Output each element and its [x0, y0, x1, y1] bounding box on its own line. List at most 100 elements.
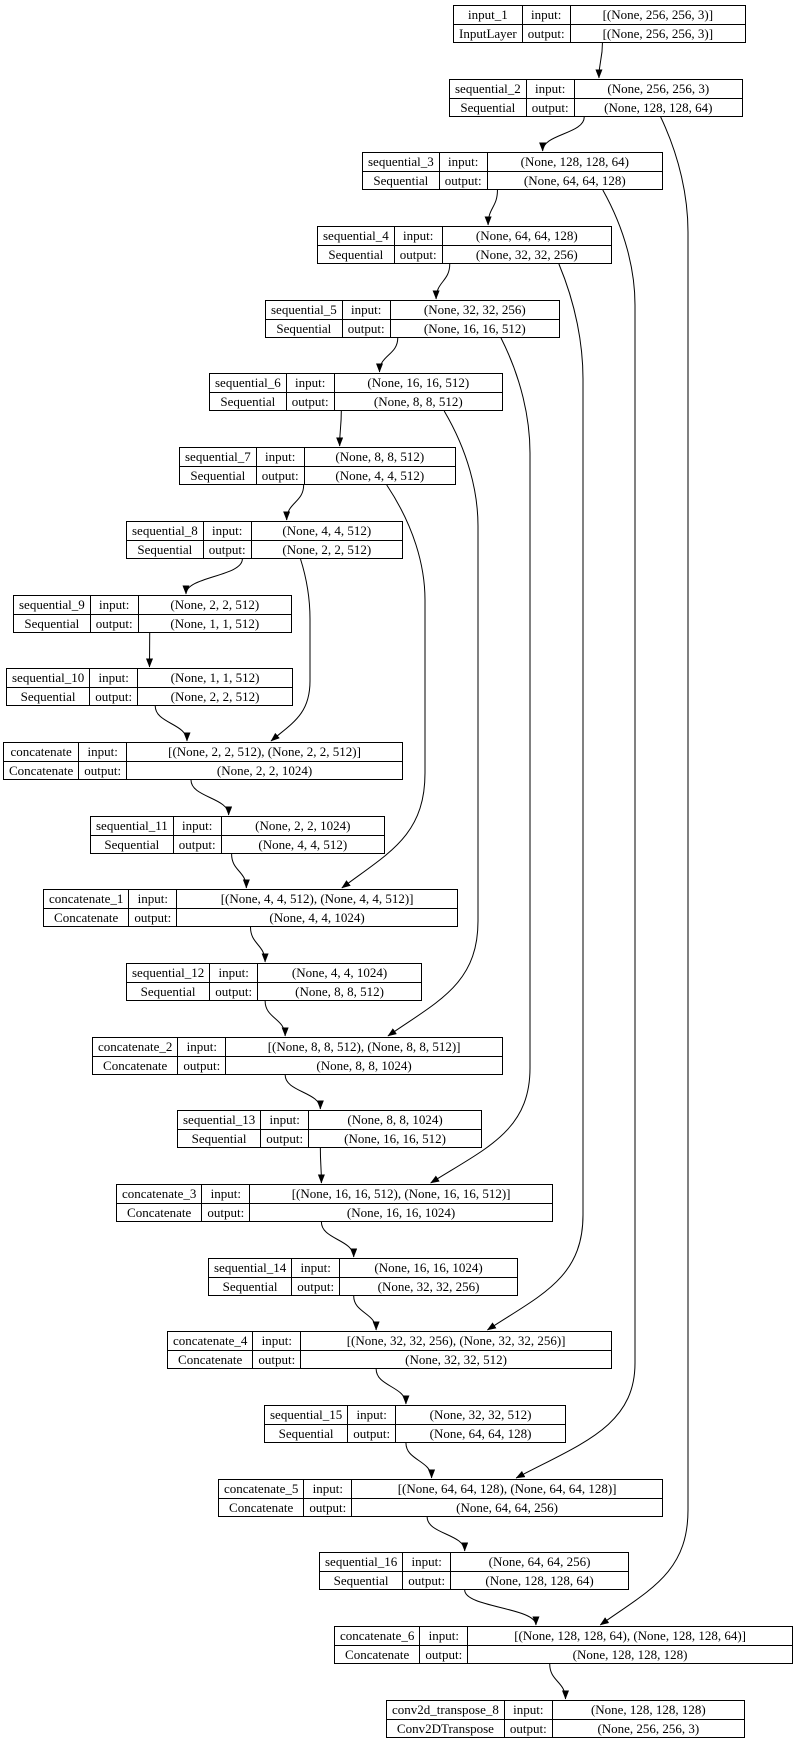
output-shape-value: (None, 2, 2, 512) [250, 539, 404, 559]
input-shape-value: [(None, 8, 8, 512), (None, 8, 8, 512)] [225, 1037, 503, 1057]
input-label: input: [89, 595, 139, 615]
graph-node-sequential_7: sequential_7 input: (None, 8, 8, 512) Se… [179, 447, 457, 485]
input-label: input: [525, 79, 575, 99]
input-shape-value: [(None, 64, 64, 128), (None, 64, 64, 128… [351, 1479, 663, 1499]
graph-node-concatenate_5: concatenate_5 input: [(None, 64, 64, 128… [217, 1479, 663, 1517]
output-label: output: [78, 760, 128, 780]
graph-node-sequential_11: sequential_11 input: (None, 2, 2, 1024) … [90, 816, 386, 854]
layer-type-label: Concatenate [217, 1497, 305, 1517]
output-shape-value: (None, 32, 32, 256) [339, 1276, 518, 1296]
input-label: input: [341, 300, 391, 320]
layer-name-label: sequential_4 [317, 226, 395, 246]
output-shape-value: (None, 8, 8, 512) [333, 391, 504, 411]
output-shape-value: (None, 1, 1, 512) [137, 613, 293, 633]
output-shape-value: (None, 64, 64, 256) [351, 1497, 663, 1517]
edge-sequential_8-to-concatenate-skip [270, 558, 311, 742]
layer-name-label: sequential_9 [13, 595, 91, 615]
input-label: input: [438, 152, 488, 172]
input-shape-value: (None, 16, 16, 1024) [339, 1258, 518, 1278]
input-label: input: [285, 373, 335, 393]
input-shape-value: (None, 16, 16, 512) [333, 373, 504, 393]
graph-node-sequential_13: sequential_13 input: (None, 8, 8, 1024) … [176, 1110, 482, 1148]
layer-name-label: sequential_5 [265, 300, 343, 320]
edge-concatenate_6-to-conv2d_transpose_8 [549, 1663, 569, 1700]
layer-type-label: Sequential [318, 1570, 404, 1590]
input-label: input: [252, 1331, 302, 1351]
layer-type-label: Sequential [5, 686, 91, 706]
input-shape-value: (None, 128, 128, 64) [486, 152, 664, 172]
input-shape-value: (None, 2, 2, 512) [137, 595, 293, 615]
output-label: output: [393, 244, 443, 264]
output-shape-value: (None, 32, 32, 256) [441, 244, 613, 264]
output-shape-value: (None, 2, 2, 512) [137, 686, 293, 706]
input-shape-value: [(None, 16, 16, 512), (None, 16, 16, 512… [249, 1184, 553, 1204]
output-label: output: [419, 1644, 469, 1664]
output-shape-value: (None, 8, 8, 1024) [225, 1055, 503, 1075]
edge-sequential_14-to-concatenate_4 [353, 1295, 380, 1331]
output-shape-value: (None, 4, 4, 512) [303, 465, 457, 485]
output-label: output: [291, 1276, 341, 1296]
edge-concatenate_5-to-sequential_16 [426, 1516, 469, 1552]
layer-type-label: Concatenate [333, 1644, 421, 1664]
edge-sequential_3-to-concatenate_5-skip [515, 189, 636, 1479]
output-shape-value: (None, 2, 2, 1024) [126, 760, 403, 780]
layer-type-label: Sequential [263, 1423, 349, 1443]
layer-name-label: concatenate [2, 742, 80, 762]
graph-node-sequential_5: sequential_5 input: (None, 32, 32, 256) … [265, 300, 561, 338]
output-shape-value: (None, 128, 128, 64) [573, 97, 744, 117]
input-shape-value: (None, 8, 8, 512) [303, 447, 457, 467]
input-shape-value: (None, 256, 256, 3) [573, 79, 744, 99]
layer-name-label: concatenate_5 [217, 1479, 305, 1499]
output-shape-value: (None, 128, 128, 128) [467, 1644, 793, 1664]
layer-name-label: concatenate_2 [91, 1037, 179, 1057]
output-label: output: [438, 170, 488, 190]
graph-node-sequential_16: sequential_16 input: (None, 64, 64, 256)… [318, 1552, 629, 1590]
edge-sequential_8-to-sequential_9 [182, 558, 243, 595]
input-shape-value: (None, 128, 128, 128) [551, 1700, 746, 1720]
input-shape-value: (None, 1, 1, 512) [137, 668, 293, 688]
input-label: input: [202, 521, 252, 541]
graph-node-concatenate_1: concatenate_1 input: [(None, 4, 4, 512),… [42, 889, 458, 927]
edge-concatenate_3-to-sequential_14 [320, 1221, 358, 1258]
layer-name-label: sequential_10 [5, 668, 91, 688]
output-label: output: [172, 834, 222, 854]
output-label: output: [260, 1128, 310, 1148]
edge-sequential_6-to-concatenate_2-skip [387, 410, 479, 1037]
output-label: output: [201, 1202, 251, 1222]
input-label: input: [393, 226, 443, 246]
graph-node-sequential_10: sequential_10 input: (None, 1, 1, 512) S… [5, 668, 293, 706]
input-shape-value: [(None, 2, 2, 512), (None, 2, 2, 512)] [126, 742, 403, 762]
output-label: output: [503, 1718, 553, 1738]
input-label: input: [201, 1184, 251, 1204]
edge-sequential_13-to-concatenate_3 [317, 1147, 325, 1184]
edge-concatenate_4-to-sequential_15 [375, 1368, 410, 1405]
output-shape-value: (None, 32, 32, 512) [300, 1349, 612, 1369]
layer-name-label: sequential_8 [126, 521, 204, 541]
output-label: output: [303, 1497, 353, 1517]
output-shape-value: (None, 64, 64, 128) [395, 1423, 566, 1443]
edge-sequential_12-to-concatenate_2 [264, 1000, 289, 1037]
layer-name-label: sequential_16 [318, 1552, 404, 1572]
graph-node-conv2d_transpose_8: conv2d_transpose_8 input: (None, 128, 12… [386, 1700, 746, 1738]
input-shape-value: (None, 4, 4, 1024) [257, 963, 422, 983]
output-shape-value: (None, 128, 128, 64) [450, 1570, 629, 1590]
output-label: output: [89, 613, 139, 633]
edge-sequential_5-to-concatenate_3-skip [430, 337, 531, 1184]
output-label: output: [252, 1349, 302, 1369]
edge-concatenate_2-to-sequential_13 [284, 1074, 324, 1110]
input-label: input: [291, 1258, 341, 1278]
output-label: output: [177, 1055, 227, 1075]
graph-node-concatenate_2: concatenate_2 input: [(None, 8, 8, 512),… [91, 1037, 503, 1075]
layer-name-label: concatenate_4 [166, 1331, 254, 1351]
layer-name-label: sequential_12 [125, 963, 211, 983]
layer-type-label: Concatenate [115, 1202, 203, 1222]
edge-sequential_7-to-sequential_8 [283, 484, 305, 521]
output-shape-value: (None, 16, 16, 1024) [249, 1202, 553, 1222]
input-label: input: [172, 816, 222, 836]
output-shape-value: (None, 4, 4, 1024) [176, 907, 458, 927]
input-shape-value: (None, 32, 32, 512) [395, 1405, 566, 1425]
input-label: input: [89, 668, 139, 688]
input-label: input: [177, 1037, 227, 1057]
